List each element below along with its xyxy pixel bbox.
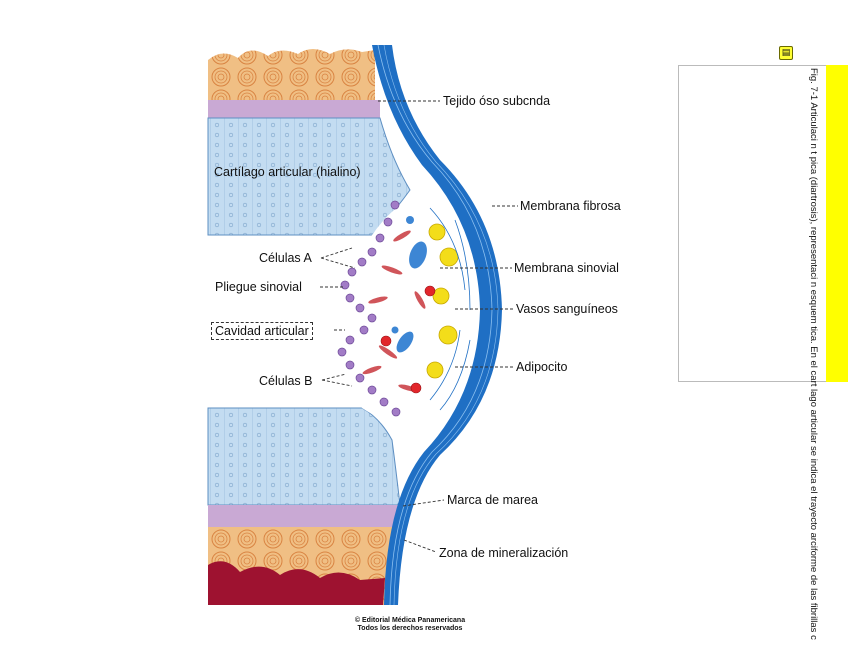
lower-subchondral-bone (208, 505, 398, 605)
comment-note-icon[interactable]: ▤ (779, 46, 793, 60)
copyright-notice: © Editorial Médica Panamericana Todos lo… (330, 617, 490, 633)
label-adipocyte: Adipocito (516, 360, 568, 374)
fibrous-capsule (372, 44, 502, 606)
leader-lines (320, 100, 518, 553)
label-synovial-membrane: Membrana sinovial (514, 261, 619, 275)
label-cells-a: Células A (259, 251, 312, 265)
label-fibrous-membrane: Membrana fibrosa (520, 199, 621, 213)
copyright-line-2: Todos los derechos reservados (357, 625, 463, 632)
label-blood-vessels: Vasos sanguíneos (516, 302, 618, 316)
label-bone-tissue: Tejido óso subcnda (443, 94, 551, 108)
blood-vessels (380, 285, 436, 394)
label-cells-b: Células B (259, 374, 313, 388)
label-mineralization-zone: Zona de mineralización (439, 546, 569, 560)
annotation-panel[interactable] (678, 65, 848, 382)
upper-subchondral-bone (208, 45, 380, 118)
fibroblasts (362, 230, 426, 392)
synovial-fold (337, 200, 401, 417)
blue-cells (391, 216, 427, 353)
copyright-line-1: © Editorial Médica Panamericana (354, 617, 466, 624)
membrane-fibers (429, 207, 471, 411)
label-joint-cavity: Cavidad articular (211, 322, 313, 340)
figure-caption: Fig. 7-1 Articulaci n t pica (diartrosis… (808, 68, 819, 640)
adipocytes (426, 223, 459, 379)
label-cartilage: Cartílago articular (hialino) (214, 165, 361, 179)
annotation-highlight-bar (826, 65, 848, 382)
lower-articular-cartilage (207, 407, 401, 506)
label-synovial-fold: Pliegue sinovial (215, 280, 302, 294)
label-tidemark: Marca de marea (447, 493, 539, 507)
